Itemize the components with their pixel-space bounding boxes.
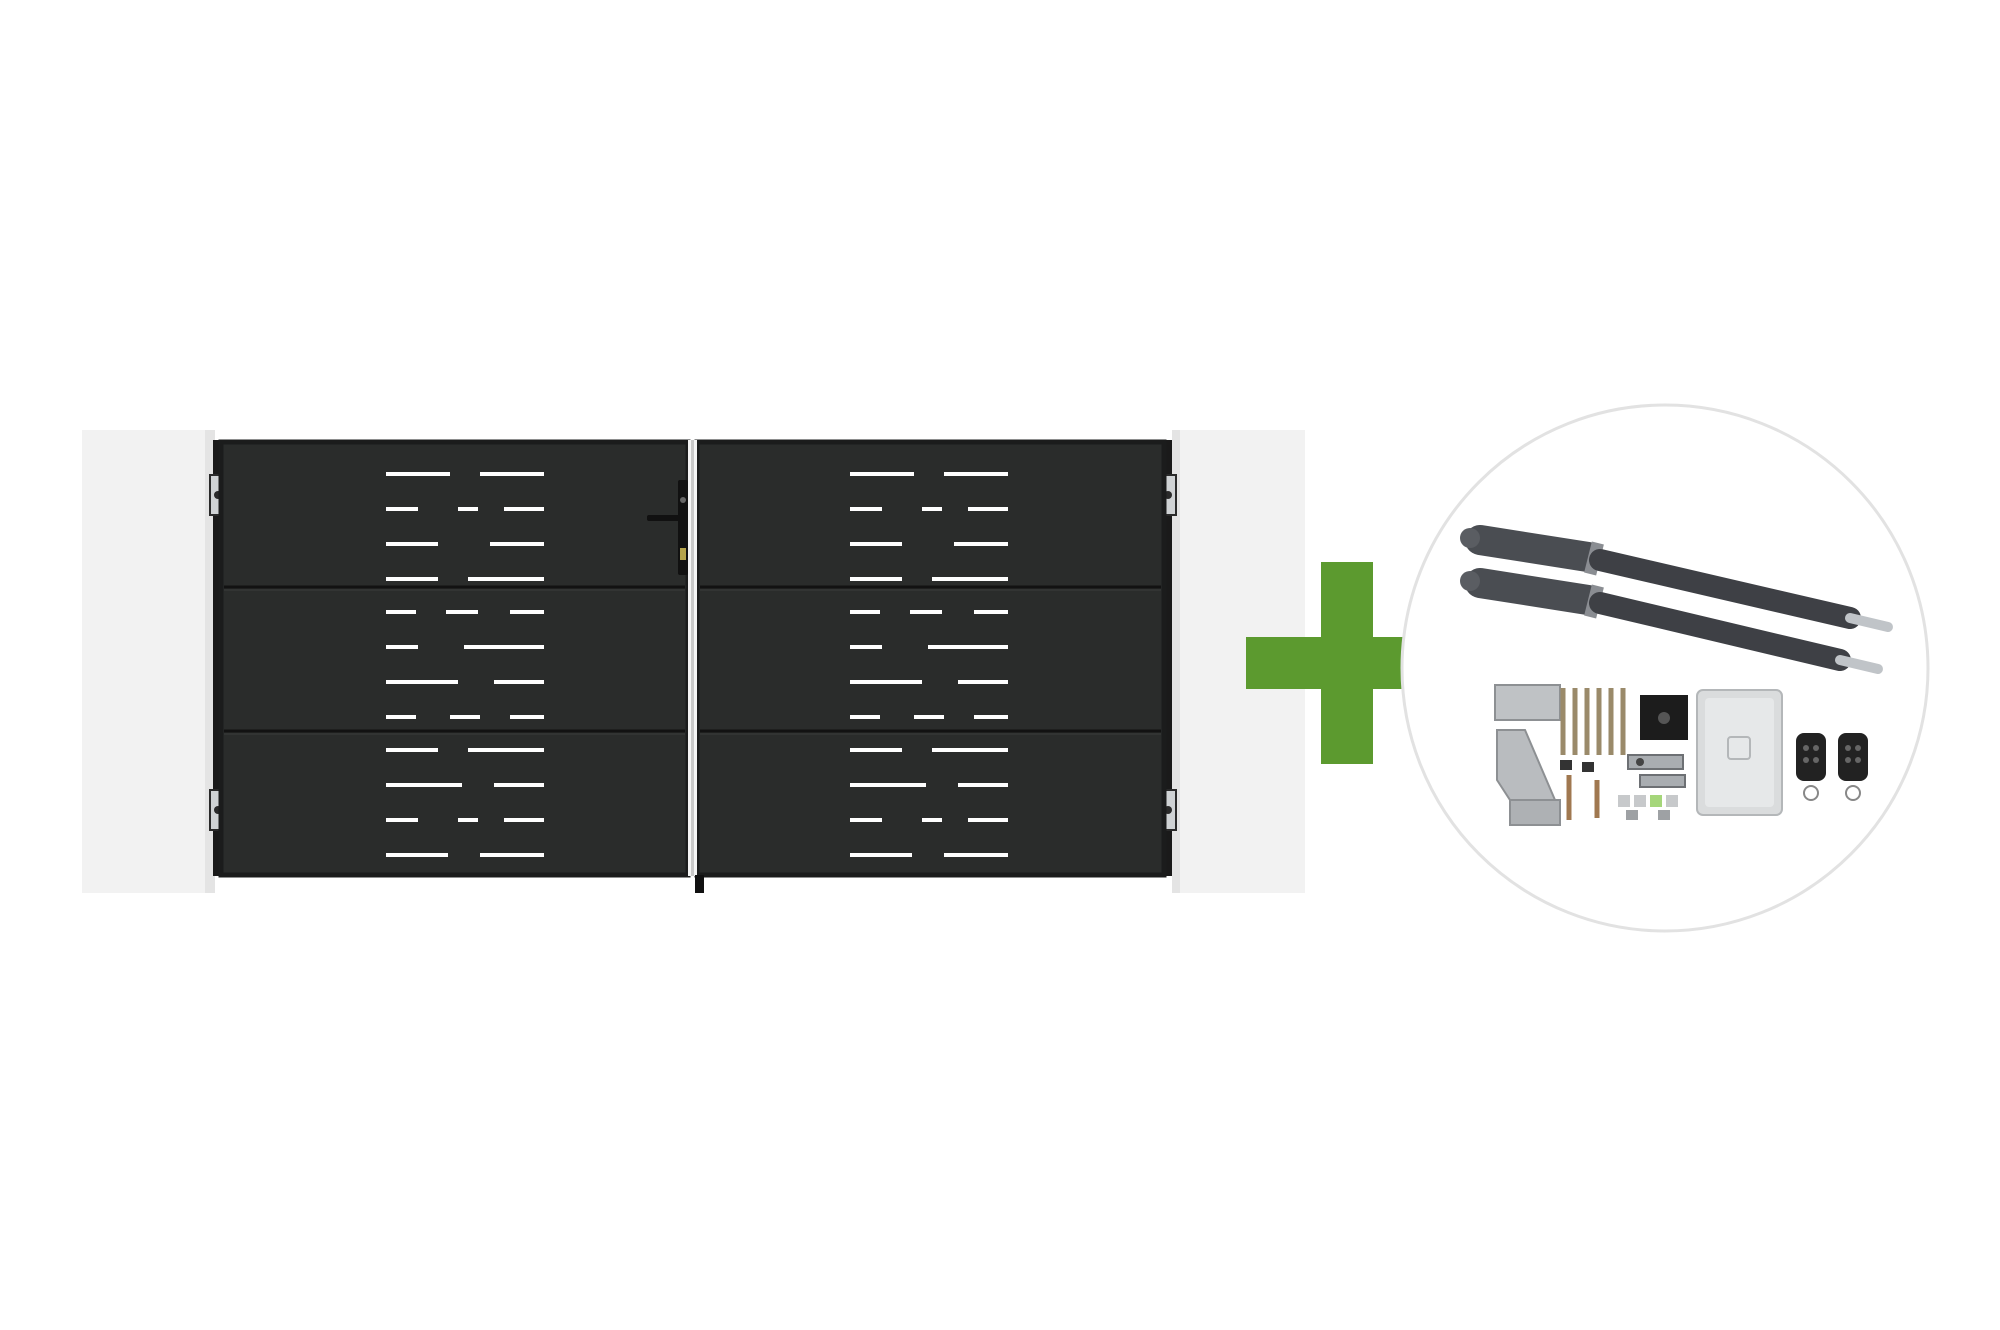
gate-slot: [958, 680, 1008, 684]
gate-slot: [446, 610, 478, 614]
gate-slot: [504, 507, 544, 511]
gate-slot: [954, 542, 1008, 546]
gate-slot: [968, 818, 1008, 822]
gate-slot: [458, 507, 478, 511]
linear-actuator-icon: [1460, 525, 1893, 632]
gate-slot: [386, 680, 458, 684]
gate-slot: [386, 853, 448, 857]
gate-slot: [494, 680, 544, 684]
gate-slot: [850, 715, 880, 719]
gate-slot: [386, 542, 438, 546]
linear-actuator-icon: [1460, 568, 1883, 674]
gate-slot: [944, 853, 1008, 857]
left-post: [213, 440, 221, 876]
gate-slot: [386, 748, 438, 752]
gate-slot: [464, 645, 544, 649]
gate-motor-kit-image: [1400, 403, 1930, 933]
gate-slot: [910, 610, 942, 614]
gate-slot: [480, 472, 544, 476]
gate-slot: [850, 680, 922, 684]
gate-slot: [386, 783, 462, 787]
gate-slot: [974, 715, 1008, 719]
gate-slot: [958, 783, 1008, 787]
left-pillar-edge: [205, 430, 215, 893]
bolt-set-icon: [1560, 688, 1626, 820]
gate-slot: [850, 507, 882, 511]
gate-slot: [510, 715, 544, 719]
drop-bolt-icon: [695, 875, 704, 893]
gate-slot: [450, 715, 480, 719]
gate-slot: [914, 715, 944, 719]
gate-slot-pattern: [386, 472, 1008, 857]
gate-handle-icon: [647, 480, 688, 575]
gate-slot: [468, 748, 544, 752]
gate-slot: [510, 610, 544, 614]
gate-slot: [944, 472, 1008, 476]
left-pillar: [82, 430, 212, 893]
gate-slot: [850, 610, 880, 614]
gate-slot: [468, 577, 544, 581]
gate-slot: [480, 853, 544, 857]
gate-slot: [850, 853, 912, 857]
gate-slot: [974, 610, 1008, 614]
gate-slot: [922, 818, 942, 822]
gate-slot: [928, 645, 1008, 649]
gate-slot: [850, 645, 882, 649]
small-parts-icon: [1618, 795, 1678, 820]
gate-leaf-right: [694, 439, 1167, 878]
gate-slot: [386, 818, 418, 822]
gate-slot: [932, 748, 1008, 752]
gate-slot: [850, 577, 902, 581]
gate-slot: [968, 507, 1008, 511]
gate-slot: [932, 577, 1008, 581]
gate-slot: [922, 507, 942, 511]
gate-slot: [458, 818, 478, 822]
gate-slot: [850, 472, 914, 476]
remote-control-icon: [1796, 733, 1826, 801]
gate-slot: [504, 818, 544, 822]
gate-slot: [494, 783, 544, 787]
hinge-bracket-icon: [1627, 754, 1686, 788]
gate-slot: [386, 715, 416, 719]
gate-leaf-left: [218, 439, 691, 878]
double-swing-gate-image: [82, 430, 1305, 893]
gate-slot: [386, 610, 416, 614]
kit-circle: [1400, 403, 1930, 933]
right-pillar-edge: [1172, 430, 1180, 893]
mounting-bracket-icon: [1494, 684, 1561, 826]
gate-slot: [386, 577, 438, 581]
remote-control-icon: [1838, 733, 1868, 801]
gate-slot: [386, 645, 418, 649]
right-post: [1164, 440, 1172, 876]
gate-slot: [850, 748, 902, 752]
control-box-icon: [1696, 689, 1783, 816]
gate-slot: [490, 542, 544, 546]
gate-slot: [850, 783, 926, 787]
gate-slot: [386, 472, 450, 476]
gate-slot: [850, 542, 902, 546]
gate-slot: [386, 507, 418, 511]
gate-slot: [850, 818, 882, 822]
